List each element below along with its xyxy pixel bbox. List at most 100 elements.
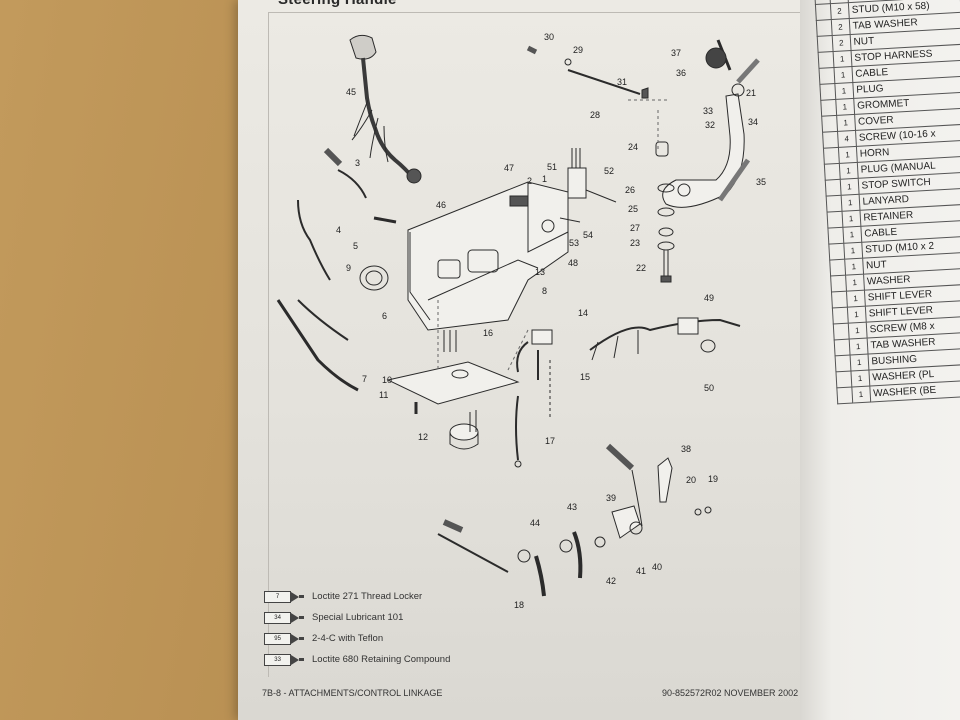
callout-51: 51: [547, 162, 557, 172]
row-qty-cell: 1: [836, 114, 856, 132]
callout-52: 52: [604, 166, 614, 176]
callout-15: 15: [580, 372, 590, 382]
callout-36: 36: [676, 68, 686, 78]
legend-label: 2-4-C with Teflon: [312, 633, 384, 644]
row-ref-cell: [815, 3, 832, 21]
callout-1: 1: [542, 174, 547, 184]
callout-23: 23: [630, 238, 640, 248]
row-qty-cell: 2: [831, 18, 850, 36]
callout-37: 37: [671, 48, 681, 58]
row-qty-cell: 2: [830, 2, 849, 20]
row-qty-cell: 1: [839, 162, 858, 180]
callout-22: 22: [636, 263, 646, 273]
row-qty-cell: 1: [845, 274, 864, 292]
row-qty-cell: 1: [834, 82, 854, 100]
row-ref-cell: [816, 19, 833, 37]
row-ref-cell: [829, 259, 846, 277]
callout-38: 38: [681, 444, 691, 454]
row-qty-cell: 1: [838, 146, 857, 164]
steering-bracket-drawing: [407, 181, 569, 331]
callout-26: 26: [625, 185, 635, 195]
callout-30: 30: [544, 32, 554, 42]
tube-icon: 95: [264, 632, 304, 645]
callout-31: 31: [617, 77, 627, 87]
callout-2: 2: [527, 176, 532, 186]
page-footer-section: 7B-8 - ATTACHMENTS/CONTROL LINKAGE: [262, 688, 443, 698]
row-ref-cell: [825, 179, 841, 197]
callout-8: 8: [542, 286, 547, 296]
row-qty-cell: 1: [851, 386, 871, 403]
callout-13: 13: [535, 267, 545, 277]
callout-42: 42: [606, 576, 616, 586]
legend-item: 7 Loctite 271 Thread Locker: [264, 586, 450, 607]
shift-linkage-drawing: [437, 443, 712, 597]
row-ref-cell: [836, 387, 853, 404]
row-qty-cell: 1: [849, 354, 869, 372]
row-ref-cell: [818, 51, 834, 69]
callout-10: 10: [382, 375, 392, 385]
diagram-frame: [268, 12, 821, 677]
tube-icon: 7: [264, 590, 304, 603]
callout-16: 16: [483, 328, 493, 338]
legend-item: 95 2-4-C with Teflon: [264, 628, 450, 649]
callout-21: 21: [746, 88, 756, 98]
row-qty-cell: 1: [833, 66, 853, 84]
washer-stack-drawing: [655, 141, 675, 283]
page-title: Steering Handle: [278, 0, 397, 8]
row-qty-cell: 1: [848, 338, 868, 356]
shift-cable-drawing: [516, 317, 741, 420]
callout-14: 14: [578, 308, 588, 318]
callout-35: 35: [756, 177, 766, 187]
callout-18: 18: [514, 600, 524, 610]
callout-49: 49: [704, 293, 714, 303]
row-qty-cell: 1: [840, 178, 859, 196]
callout-4: 4: [336, 225, 341, 235]
callout-47: 47: [504, 163, 514, 173]
row-ref-cell: [824, 163, 841, 181]
row-qty-cell: 2: [832, 34, 851, 52]
legend-item: 33 Loctite 680 Retaining Compound: [264, 649, 450, 670]
callout-28: 28: [590, 110, 600, 120]
callout-11: 11: [379, 390, 388, 400]
row-ref-cell: [832, 307, 849, 324]
manual-page-left: Steering Handle: [238, 0, 832, 720]
row-ref-cell: [828, 243, 845, 261]
row-ref-cell: [830, 275, 847, 292]
row-qty-cell: 1: [840, 194, 860, 212]
callout-34: 34: [748, 117, 758, 127]
row-qty-cell: 1: [846, 290, 865, 308]
callout-12: 12: [418, 432, 428, 442]
callout-39: 39: [606, 493, 616, 503]
row-ref-cell: [833, 323, 849, 340]
row-qty-cell: 1: [843, 242, 863, 260]
row-ref-cell: [827, 227, 844, 245]
steering-arm-drawing: [662, 39, 760, 208]
row-qty-cell: 1: [848, 322, 867, 340]
callout-19: 19: [708, 474, 718, 484]
callout-44: 44: [530, 518, 540, 528]
legend-label: Loctite 680 Retaining Compound: [312, 654, 451, 665]
callout-46: 46: [436, 200, 446, 210]
callout-29: 29: [573, 45, 583, 55]
callout-32: 32: [705, 120, 715, 130]
callout-33: 33: [703, 106, 713, 116]
assembly-guide-lines: [437, 99, 668, 371]
row-ref-cell: [826, 195, 842, 213]
page-footer-docnum: 90-852572R02 NOVEMBER 2002: [662, 688, 799, 698]
row-ref-cell: [823, 147, 840, 165]
row-ref-cell: [834, 339, 850, 356]
row-ref-cell: [835, 371, 852, 388]
callout-45: 45: [346, 87, 356, 97]
callout-20: 20: [686, 475, 696, 485]
row-qty-cell: 4: [837, 130, 856, 148]
pin-drawing: [526, 45, 649, 99]
callout-50: 50: [704, 383, 714, 393]
stop-switch-drawing: [541, 148, 617, 233]
callout-24: 24: [628, 142, 638, 152]
row-ref-cell: [821, 115, 838, 133]
row-qty-cell: 1: [832, 50, 852, 68]
wiring-harness-drawing: [349, 34, 422, 184]
callout-40: 40: [652, 562, 662, 572]
callout-labels: 1 2 3 4 5 6 7 8 9 10 11 12 13 14 15 16 1…: [336, 32, 766, 610]
